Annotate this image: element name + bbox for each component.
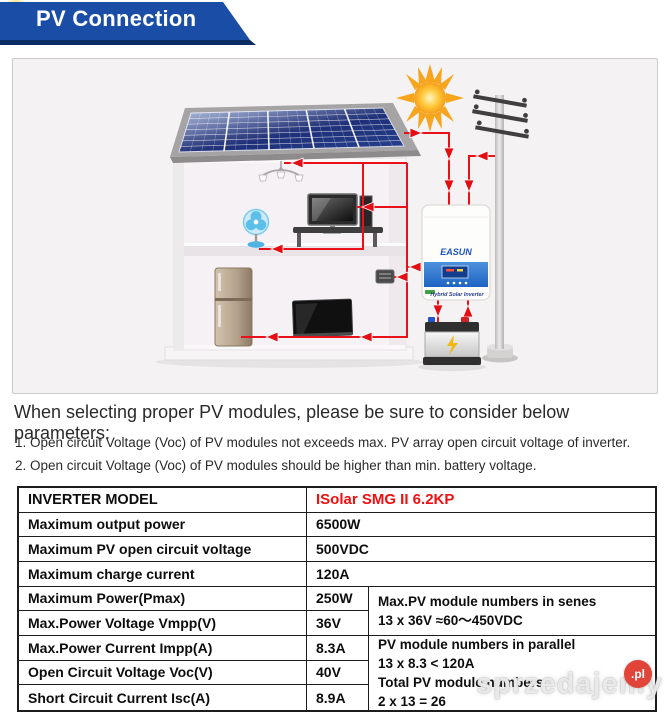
fridge-icon — [214, 267, 253, 347]
spec-value: 40V — [307, 660, 369, 686]
spec-value: 6500W — [307, 513, 655, 538]
spec-label: Short Circuit Current Isc(A) — [19, 685, 307, 710]
inverter-logo: EASUN — [440, 247, 472, 257]
note-parallel-line1: PV module numbers in parallel — [378, 636, 576, 652]
spec-label: Max.Power Current Impp(A) — [19, 635, 307, 661]
spec-model-value: ISolar SMG II 6.2KP — [307, 488, 655, 513]
watermark-pl-badge: .pl — [624, 660, 652, 688]
sun-icon — [396, 64, 464, 132]
note-parallel-line3: Total PV module numbers — [378, 674, 544, 690]
spec-label: Maximum charge current — [19, 561, 307, 587]
banner-shadow-strip — [0, 40, 256, 45]
intro-item-1: 1. Open circuit Voltage (Voc) of PV modu… — [15, 435, 631, 450]
page-title: PV Connection — [36, 6, 197, 31]
spec-value: 120A — [307, 562, 655, 587]
spec-label: Maximum output power — [19, 512, 307, 538]
tv-icon — [291, 298, 354, 338]
spec-label: Maximum Power(Pmax) — [19, 586, 307, 612]
spec-value: 500VDC — [307, 537, 655, 562]
spec-value: 8.9A — [307, 685, 369, 710]
utility-pole-icon — [472, 89, 529, 363]
note-parallel-line2: 13 x 8.3 < 120A — [378, 655, 475, 671]
adapter-icon — [375, 269, 395, 284]
note-series-line1: Max.PV module numbers in senes — [378, 593, 597, 609]
note-series-line2: 13 x 36V ≈60～450VDC — [378, 612, 523, 628]
section-banner — [0, 2, 250, 40]
spec-label: Maximum PV open circuit voltage — [19, 537, 307, 562]
spec-value: 250W — [307, 586, 369, 612]
fan-icon — [242, 208, 270, 248]
hybrid-inverter: EASUN Hybrid Solar Inverter — [421, 204, 491, 301]
inverter-label: Hybrid Solar Inverter — [430, 292, 484, 298]
battery-icon — [418, 317, 486, 371]
spec-label: Open Circuit Voltage Voc(V) — [19, 660, 307, 686]
spec-label: Max.Power Voltage Vmpp(V) — [19, 611, 307, 636]
spec-value: 36V — [307, 611, 369, 636]
solar-panel-array — [170, 103, 421, 163]
intro-heading: When selecting proper PV modules, please… — [14, 402, 570, 443]
chandelier-icon — [258, 161, 304, 182]
pv-connection-diagram: EASUN Hybrid Solar Inverter — [12, 58, 658, 394]
note-parallel-line4: 2 x 13 = 26 — [378, 694, 446, 710]
diagram-canvas: EASUN Hybrid Solar Inverter — [156, 64, 529, 371]
note-parallel: PV module numbers in parallel 13 x 8.3 <… — [369, 636, 655, 710]
inverter-spec-table: INVERTER MODEL ISolar SMG II 6.2KP Maxim… — [17, 486, 657, 712]
intro-item-2: 2. Open circuit Voltage (Voc) of PV modu… — [15, 458, 537, 473]
house — [156, 157, 426, 368]
spec-label: INVERTER MODEL — [19, 488, 307, 513]
note-series: Max.PV module numbers in senes 13 x 36V … — [369, 587, 655, 636]
spec-value: 8.3A — [307, 635, 369, 661]
